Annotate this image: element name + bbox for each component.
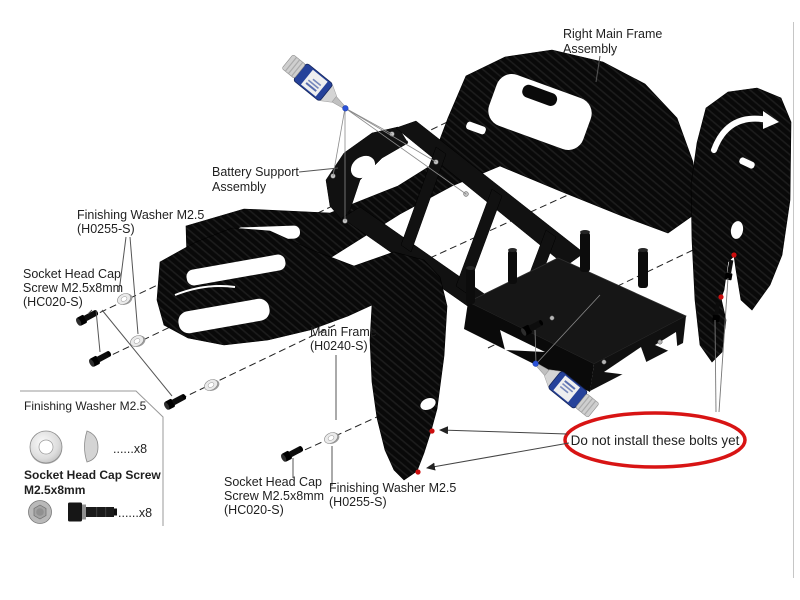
battery-support-label: Battery Support Assembly [212,165,302,194]
bolt-marker-dot [731,252,737,258]
legend-washer-top-icon [29,430,63,464]
legend-screw-side-icon [68,502,117,522]
bolt-marker-dot [429,428,435,434]
legend-screw-qty: ......x8 [118,506,152,520]
washer-icon [322,429,342,447]
right-side-plate [690,87,792,363]
legend-box: Finishing Washer M2.5 ......x8 Socket He… [20,390,164,526]
screw-icon [162,391,188,411]
bolt-icon [724,259,734,281]
bolt-marker-dot [415,469,421,475]
finishing-washer-bottom-label: Finishing Washer M2.5 (H0255-S) [329,481,460,509]
leader-lines [87,55,601,486]
screw-icon [279,443,305,463]
right-main-frame-label: Right Main Frame Assembly [563,27,666,56]
warning-ellipse [563,411,747,469]
warning-arrow [439,426,568,435]
finishing-washer-upper-label: Finishing Washer M2.5 (H0255-S) [77,208,208,236]
bolt-icon [712,301,720,323]
battery-tray-posts [466,230,648,304]
socket-screw-bottom-label: Socket Head Cap Screw M2.5x8mm (HC020-S) [224,475,328,517]
washer-icon [128,332,148,350]
legend-washer-title: Finishing Washer M2.5 [24,399,147,413]
warning-arrow [426,442,570,471]
bolt-marker-dot [718,294,724,300]
main-frame-label: Main Frame (H0240-S) [310,325,380,353]
glue-bottle-icon [280,52,355,120]
legend-screw-top-icon [28,500,52,524]
do-not-install-markers [415,252,737,475]
legend-screw-title: Socket Head Cap Screw M2.5x8mm [24,468,164,497]
glue-fan-lines [332,107,601,365]
legend-washer-qty: ......x8 [113,442,147,456]
legend-washer-side-icon [84,430,99,463]
main-frame-plate [156,227,448,481]
battery-tray [464,230,687,392]
warning-annotation: Do not install these bolts yet [426,411,747,471]
socket-screw-left-label: Socket Head Cap Screw M2.5x8mm (HC020-S) [23,267,127,309]
washer-icon [202,376,222,394]
warning-text: Do not install these bolts yet [571,433,740,448]
